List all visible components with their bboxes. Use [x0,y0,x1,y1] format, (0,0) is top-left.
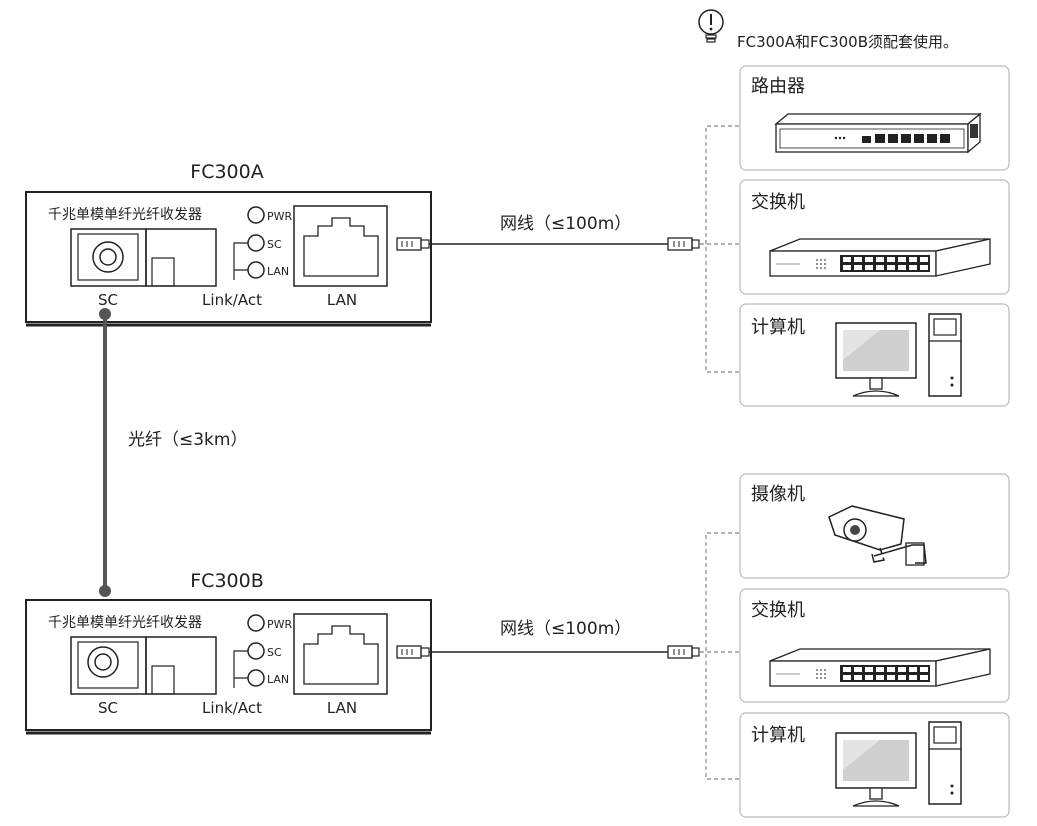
device-switch-bottom: 交换机 [739,588,1010,703]
rj45-plug-icon [667,237,700,251]
cable-top-label: 网线（≤100m） [500,214,631,234]
cable-bottom: 网线（≤100m） [396,532,739,780]
led-lan-label: LAN [267,673,289,686]
rj45-plug-icon [667,645,700,659]
rj45-plug-icon [396,645,430,659]
converter-product-name: 千兆单模单纤光纤收发器 [48,615,202,631]
led-pwr-label: PWR [267,210,293,223]
note: FC300A和FC300B须配套使用。 [698,9,958,51]
device-camera: 摄像机 [739,473,1010,579]
switch-icon [769,648,991,687]
device-computer-bottom: 计算机 [739,712,1010,818]
led-sc-label: SC [267,646,282,659]
cable-top: 网线（≤100m） [396,125,739,373]
device-label: 计算机 [751,317,805,338]
link-act-label: Link/Act [202,699,262,717]
converter-model: FC300B [190,570,264,592]
device-label: 路由器 [751,76,805,97]
pwr-led-icon [247,206,265,224]
device-router: 路由器 [739,65,1010,171]
device-label: 交换机 [751,600,805,621]
sc-port-label: SC [98,699,118,717]
switch-icon [769,238,991,277]
rj45-plug-icon [396,237,430,251]
computer-icon [835,721,962,807]
camera-icon [828,505,927,566]
note-text: FC300A和FC300B须配套使用。 [737,33,958,51]
converter-fc300a: FC300A 千兆单模单纤光纤收发器 PWR SC LAN SC Link/Ac… [25,161,432,327]
converter-fc300b: FC300B 千兆单模单纤光纤收发器 PWR SC LAN SC Link/Ac… [25,570,432,735]
device-label: 交换机 [751,192,805,213]
lightbulb-warning-icon [698,9,724,43]
lan-port-label: LAN [327,291,357,309]
led-lan-label: LAN [267,265,289,278]
device-label: 摄像机 [751,484,805,505]
cable-bottom-label: 网线（≤100m） [500,619,631,639]
fiber-label: 光纤（≤3km） [128,430,247,450]
link-act-label: Link/Act [202,291,262,309]
lan-port-label: LAN [327,699,357,717]
led-pwr-label: PWR [267,618,293,631]
lan-port-icon [293,205,388,287]
fiber-link: 光纤（≤3km） [99,308,247,597]
device-switch-top: 交换机 [739,179,1010,295]
computer-icon [835,313,962,397]
converter-model: FC300A [190,161,263,183]
sc-port-label: SC [98,291,118,309]
lan-port-icon [293,613,388,695]
converter-product-name: 千兆单模单纤光纤收发器 [48,207,202,223]
device-computer-top: 计算机 [739,303,1010,407]
pwr-led-icon [247,614,265,632]
led-sc-label: SC [267,238,282,251]
sc-port-icon [70,636,217,695]
router-icon [774,112,982,154]
device-label: 计算机 [751,725,805,746]
sc-port-icon [70,228,217,287]
